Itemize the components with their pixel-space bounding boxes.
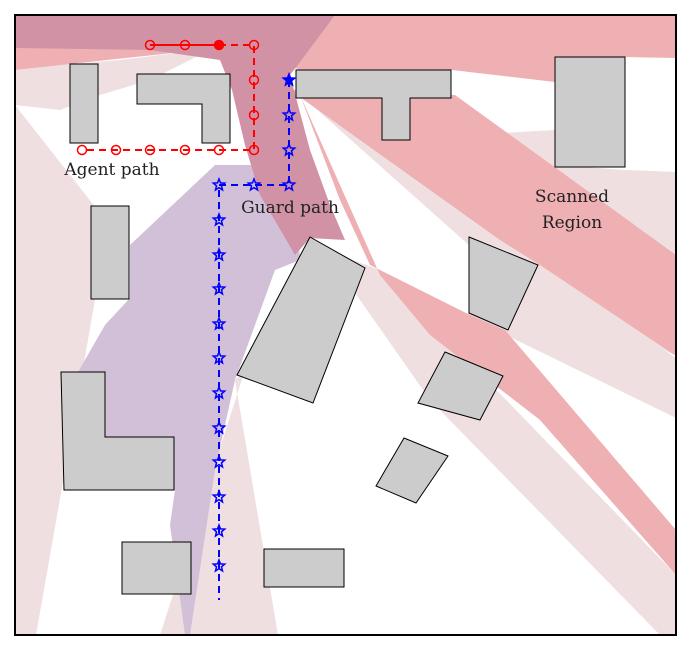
star-marker-icon (246, 176, 262, 192)
obstacle (295, 69, 452, 141)
scanned-region-label-line1: Scanned (535, 187, 609, 207)
obstacle (554, 56, 626, 168)
star-marker-icon (211, 557, 227, 573)
circle-marker-icon (213, 144, 225, 156)
star-marker-icon (281, 141, 297, 157)
circle-marker-icon (144, 39, 156, 51)
star-marker-icon (281, 176, 297, 192)
star-marker-icon (281, 71, 297, 87)
star-marker-icon (211, 488, 227, 504)
star-marker-icon (211, 246, 227, 262)
circle-marker-icon (248, 74, 260, 86)
agent-markers (76, 39, 260, 156)
star-marker-icon (211, 384, 227, 400)
guard-path (211, 71, 297, 600)
circle-marker-icon (213, 39, 225, 51)
agent-path (76, 39, 260, 156)
star-marker-icon (211, 176, 227, 192)
star-marker-icon (211, 280, 227, 296)
guard-view-region (78, 165, 300, 635)
scanned-region-overlap (15, 15, 345, 255)
star-marker-icon (211, 453, 227, 469)
star-marker-icon (281, 106, 297, 122)
obstacle (468, 236, 539, 331)
star-marker-icon (211, 349, 227, 365)
obstacle (60, 371, 175, 491)
obstacle (417, 351, 504, 421)
circle-marker-icon (248, 144, 260, 156)
circle-marker-icon (144, 144, 156, 156)
circle-marker-icon (248, 109, 260, 121)
obstacle (136, 73, 231, 144)
agent-path-label: Agent path (63, 160, 159, 180)
obstacle (90, 205, 130, 300)
obstacles (60, 56, 626, 595)
star-marker-icon (211, 522, 227, 538)
obstacle (263, 548, 345, 588)
obstacle (69, 63, 99, 144)
obstacle (121, 541, 192, 595)
star-marker-icon (211, 419, 227, 435)
circle-marker-icon (248, 39, 260, 51)
circle-marker-icon (179, 39, 191, 51)
map-border (14, 14, 677, 636)
circle-marker-icon (179, 144, 191, 156)
circle-marker-icon (110, 144, 122, 156)
obstacle (375, 437, 449, 504)
circle-marker-icon (76, 144, 88, 156)
obstacle (236, 236, 366, 404)
guard-markers (211, 71, 297, 573)
star-marker-icon (211, 315, 227, 331)
scanned-region-label-line2: Region (542, 213, 602, 233)
star-marker-icon (211, 211, 227, 227)
guard-path-label: Guard path (241, 198, 339, 218)
